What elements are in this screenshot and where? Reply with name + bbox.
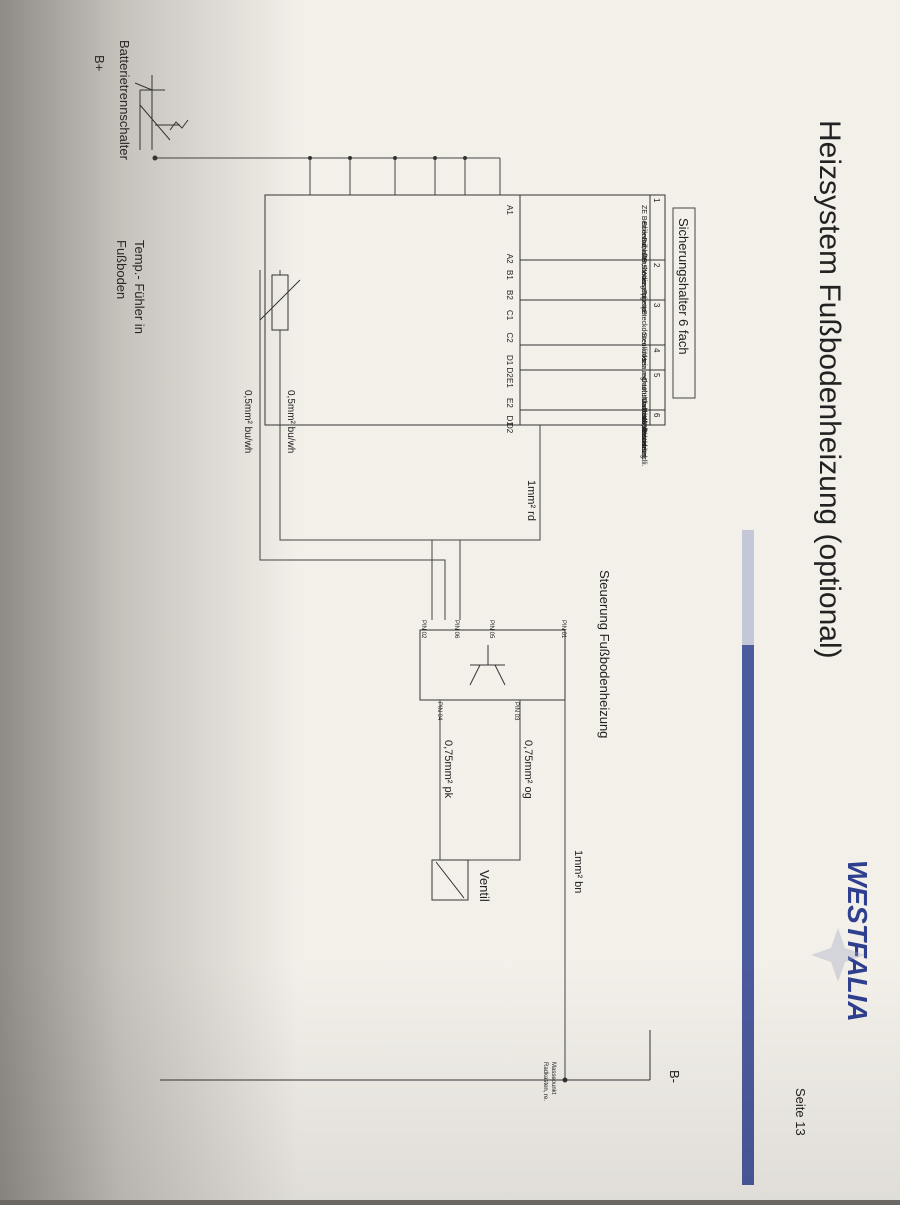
page-number: Seite 13 bbox=[793, 1088, 808, 1136]
fuse-entry-text: Heizung bbox=[640, 355, 647, 381]
fuse-entry-code: B1 bbox=[505, 270, 514, 280]
fuse-number: 2 bbox=[652, 263, 661, 268]
battery-switch-icon bbox=[139, 90, 189, 150]
fuse-number: 1 bbox=[652, 198, 661, 203]
brand-logo: WESTFALIA bbox=[842, 860, 873, 1022]
fuse-number: 5 bbox=[652, 373, 661, 378]
fuse-entry-code: E1 bbox=[505, 378, 514, 388]
fuse-entry-code: E2 bbox=[505, 398, 514, 408]
wire-05-top bbox=[279, 270, 461, 620]
wire-075-og-label: 0,75mm² og bbox=[522, 740, 534, 799]
fuse-entry-text: Trittstufe bbox=[640, 423, 647, 450]
supply-bus bbox=[152, 155, 501, 195]
pin-05: PIN 05 bbox=[488, 620, 494, 639]
fuse-entry-code: C2 bbox=[505, 333, 514, 344]
controller-label: Steuerung Fußbodenheizung bbox=[597, 570, 612, 738]
wire-075-pk bbox=[432, 700, 441, 861]
fuse-entry-text: Toilette bbox=[640, 290, 647, 312]
fuse-number: 4 bbox=[652, 348, 661, 353]
pin-01: PIN 01 bbox=[560, 620, 566, 639]
page-title: Heizsystem Fußbodenheizung (optional) bbox=[813, 120, 846, 659]
fuse-number: 6 bbox=[652, 413, 661, 418]
wire-05-top-label: 0,5mm² bu/wh bbox=[285, 390, 296, 453]
fuse-entry-code: A2 bbox=[505, 254, 514, 264]
ground-point-label-2: Radkasten, re. bbox=[542, 1062, 548, 1101]
header-bar-light bbox=[742, 530, 754, 645]
pin-06: PIN 06 bbox=[453, 620, 459, 639]
temp-sensor-resistor bbox=[271, 274, 289, 331]
temp-sensor-label-2: Fußboden bbox=[114, 240, 129, 299]
wire-075-og bbox=[468, 700, 521, 861]
pin-03: PIN 03 bbox=[513, 702, 519, 721]
fuse-entry-code: B2 bbox=[505, 290, 514, 300]
battery-switch-label: Batterietrennschalter bbox=[117, 40, 132, 161]
b-plus-label: B+ bbox=[92, 55, 107, 71]
pin-04: PIN 04 bbox=[436, 702, 442, 721]
valve-label: Ventil bbox=[477, 870, 492, 902]
temp-sensor-label-1: Temp.- Fühler in bbox=[132, 240, 147, 334]
fuse-table: 1ZE Bedienteil,A1Boilerschalter,Funktion… bbox=[264, 194, 666, 467]
pin-02: PIN 02 bbox=[420, 620, 426, 639]
fuse-entry-code: D1 bbox=[505, 355, 514, 366]
fuse-number: 3 bbox=[652, 303, 661, 308]
wire-1mm-bn-label: 1mm² bn bbox=[572, 850, 584, 893]
b-minus-label: B- bbox=[667, 1070, 682, 1083]
wire-075-pk-label: 0,75mm² pk bbox=[442, 740, 454, 799]
fuse-box-title: Sicherungshalter 6 fach bbox=[676, 218, 691, 355]
fuse-entry-code: D2 bbox=[505, 423, 514, 434]
ground-point-label-1: Massepunkt bbox=[550, 1062, 556, 1095]
fuse-entry-code: A1 bbox=[505, 205, 514, 215]
wire-1mm-rd bbox=[431, 425, 541, 620]
wire-1mm-rd-label: 1mm² rd bbox=[525, 480, 537, 521]
fuse-entry-code: D2 bbox=[505, 368, 514, 379]
fuse-entry-code: C1 bbox=[505, 310, 514, 321]
header-bar bbox=[742, 645, 754, 1185]
wire-05-bottom-label: 0,5mm² bu/wh bbox=[242, 390, 253, 453]
